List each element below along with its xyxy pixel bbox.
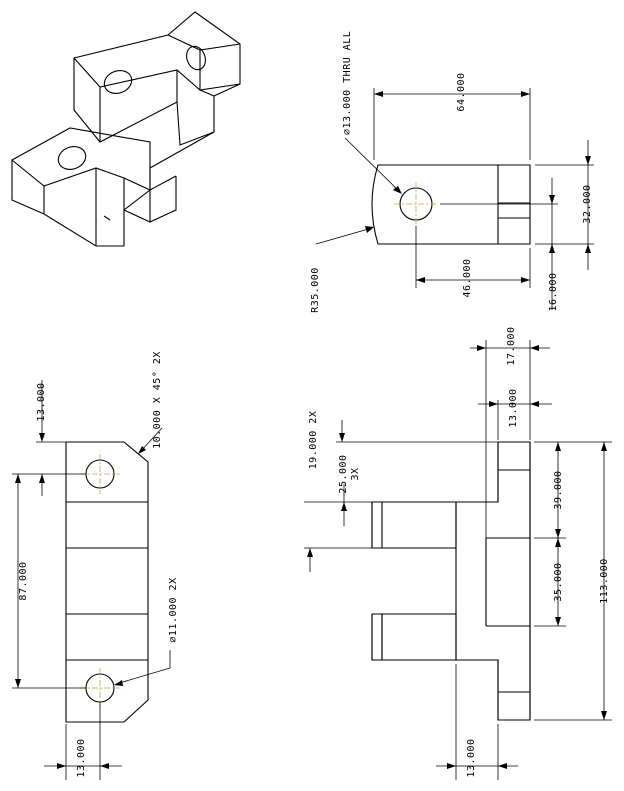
dim-16-label: 16.000	[548, 272, 559, 311]
iso-lower-hole	[57, 146, 87, 170]
right-side-view: 64.000 ⌀13.000 THRU ALL 32.000 16.000 46…	[310, 31, 594, 313]
dim-13-bottom-label: 13.000	[76, 738, 87, 777]
dim-113-label: 113.000	[599, 558, 610, 604]
front-view: 19.000 2X 25.000 3X 17.000 13.000 39.000	[304, 326, 612, 780]
dim-19-label: 19.000 2X	[308, 411, 319, 470]
dim-87-label: 87.000	[18, 561, 29, 600]
iso-upper-hole	[103, 70, 133, 94]
dim-32-label: 32.000	[582, 184, 593, 223]
top-hole-note: ⌀11.000 2X	[168, 577, 179, 642]
dim-13-front-bottom-label: 13.000	[466, 738, 477, 777]
top-view-outline	[66, 442, 148, 722]
top-view: 10.000 X 45° 2X 13.000 87.000 ⌀11.000 2X…	[12, 351, 179, 780]
dim-35-label: 35.000	[553, 562, 564, 601]
dim-13-right-label: 13.000	[508, 388, 519, 427]
dim-46-label: 46.000	[462, 258, 473, 297]
dim-64-label: 64.000	[456, 72, 467, 111]
right-hole-note: ⌀13.000 THRU ALL	[342, 31, 353, 135]
chamfer-label: 10.000 X 45° 2X	[152, 351, 163, 449]
iso-lower-block	[12, 128, 150, 246]
front-view-outline	[372, 442, 530, 720]
radius-label: R35.000	[310, 267, 321, 313]
right-view-outline	[372, 165, 530, 244]
dim-39-label: 39.000	[553, 470, 564, 509]
dim-17-label: 17.000	[506, 326, 517, 365]
dim-13-top-label: 13.000	[36, 382, 47, 421]
dim-25-label: 25.000	[338, 454, 349, 493]
isometric-view	[12, 12, 240, 246]
iso-upper-block	[74, 12, 240, 145]
dim-25-count: 3X	[350, 467, 361, 480]
